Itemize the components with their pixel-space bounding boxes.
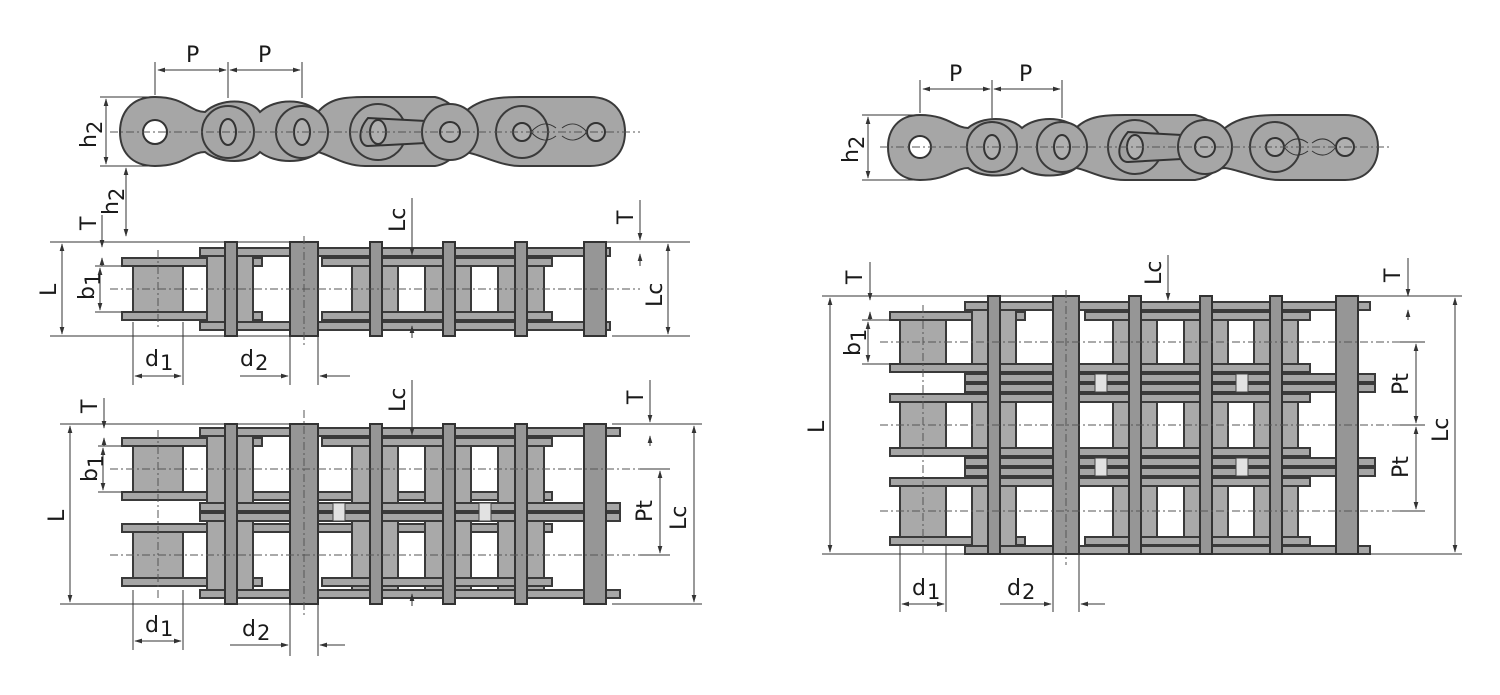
b1-label: b (75, 286, 100, 300)
b1-label: b (841, 342, 866, 356)
pt-label: Pt (1389, 373, 1414, 395)
pitch-label: P (949, 62, 962, 87)
d2-subscript: 2 (255, 351, 268, 375)
b1-subscript: 1 (84, 455, 108, 468)
lc-label: Lc (1429, 418, 1454, 442)
d2-subscript: 2 (1022, 580, 1035, 604)
h2-subscript: 2 (83, 121, 107, 134)
lc-label: Lc (667, 506, 692, 530)
b1-subscript: 1 (847, 329, 871, 342)
h2-label: h (99, 201, 124, 215)
d1-subscript: 1 (160, 351, 173, 375)
pt-label: Pt (633, 500, 658, 522)
left-side-view: P P h 2 h 2 (77, 43, 640, 237)
lc-label: Lc (1142, 261, 1167, 285)
d1-label: d (912, 576, 926, 601)
lc-label: Lc (643, 283, 668, 307)
pitch-label: P (258, 43, 271, 68)
lc-label: Lc (386, 208, 411, 232)
d2-label: d (242, 617, 256, 642)
plate-thickness-label: T (1381, 268, 1406, 283)
pin-length-label: L (45, 509, 70, 522)
d2-subscript: 2 (257, 621, 270, 645)
left-simplex-top-view: L T b 1 Lc T Lc d 1 d 2 (37, 198, 690, 385)
left-duplex-top-view: L T b 1 Lc T Pt Lc d 1 (45, 380, 702, 656)
plate-thickness-label: T (77, 216, 102, 231)
d2-label: d (1007, 576, 1021, 601)
d2-label: d (240, 347, 254, 372)
d1-label: d (145, 613, 159, 638)
h2-label: h (839, 149, 864, 163)
plate-thickness-label: T (624, 390, 649, 405)
pitch-label: P (186, 43, 199, 68)
d1-label: d (145, 347, 159, 372)
pin-length-label: L (37, 283, 62, 296)
h2-label: h (77, 134, 102, 148)
d1-subscript: 1 (927, 580, 940, 604)
b1-subscript: 1 (81, 273, 105, 286)
plate-thickness-label: T (614, 210, 639, 225)
lc-label: Lc (386, 388, 411, 412)
pt-label: Pt (1389, 456, 1414, 478)
pin-length-label: L (805, 420, 830, 433)
h2-subscript: 2 (845, 136, 869, 149)
right-side-view: P P h 2 (839, 62, 1390, 182)
plate-thickness-label: T (78, 399, 103, 414)
pitch-label: P (1019, 62, 1032, 87)
plate-thickness-label: T (843, 270, 868, 285)
h2-subscript: 2 (105, 188, 129, 201)
right-triplex-top-view: L T b 1 Lc T Pt Pt Lc d 1 (805, 255, 1462, 612)
b1-label: b (78, 468, 103, 482)
d1-subscript: 1 (160, 617, 173, 641)
